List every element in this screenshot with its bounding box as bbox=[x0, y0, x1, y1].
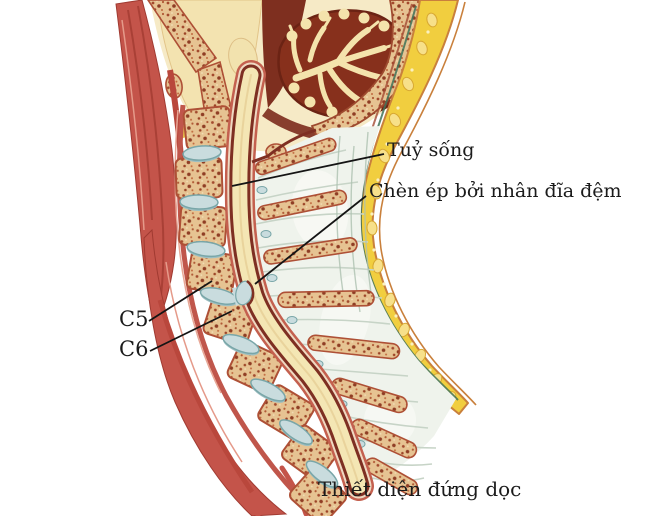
leader-line-c5 bbox=[148, 280, 213, 322]
spinous-processes bbox=[254, 137, 419, 496]
clivus-bone bbox=[147, 0, 218, 74]
label-disc-compression: Chèn ép bởi nhân đĩa đệm bbox=[369, 180, 622, 202]
intervertebral-discs bbox=[179, 145, 339, 489]
skin-outline bbox=[378, 1, 477, 406]
nuchal-fascia-line bbox=[359, 5, 459, 401]
label-vertebra-c5: C5 bbox=[119, 307, 149, 331]
figure-caption: Thiết diện đứng dọc bbox=[318, 477, 522, 501]
leader-line-c6 bbox=[149, 310, 233, 352]
leader-line-spinal-cord bbox=[231, 153, 385, 187]
disc-herniation-bulge bbox=[232, 280, 255, 306]
neck-muscles bbox=[115, 0, 309, 516]
leader-lines bbox=[148, 153, 385, 352]
spinal-cord bbox=[224, 60, 374, 501]
dura-line bbox=[251, 128, 317, 164]
leader-line-disc-compression bbox=[254, 195, 367, 285]
label-spinal-cord: Tuỷ sống bbox=[387, 139, 475, 161]
label-vertebra-c6: C6 bbox=[119, 337, 149, 361]
skull-base-bones bbox=[147, 0, 233, 122]
